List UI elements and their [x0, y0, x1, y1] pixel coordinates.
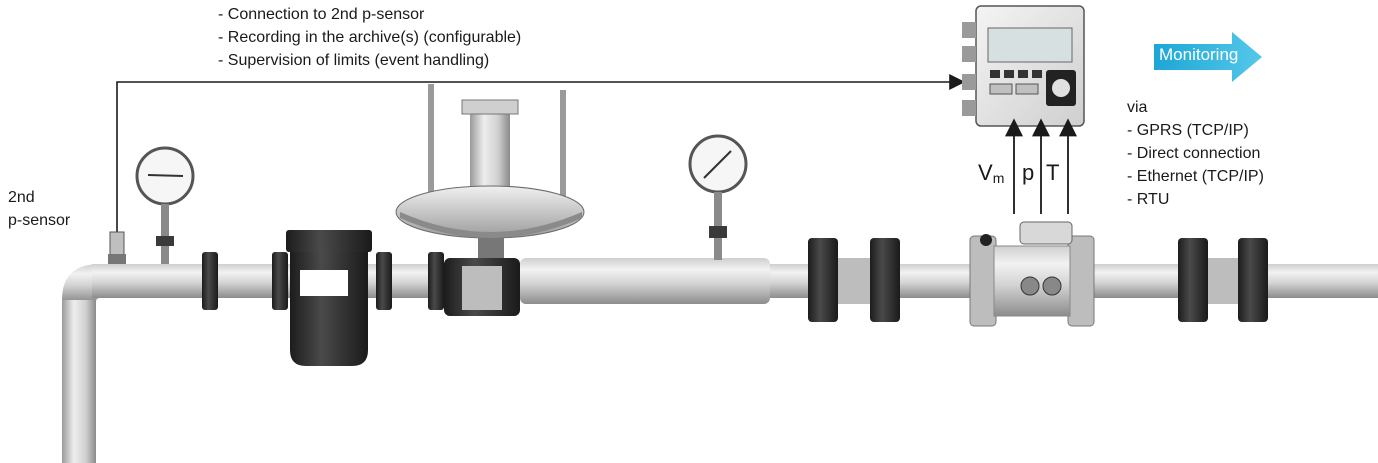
second-p-sensor [108, 231, 126, 264]
monitoring-label: Monitoring [1159, 45, 1239, 64]
signal-temperature: T [1046, 160, 1060, 185]
pressure-gauge-right [688, 134, 748, 260]
pressure-regulator [395, 84, 585, 316]
volume-corrector-device [962, 5, 1085, 127]
second-sensor-label: 2nd p-sensor [8, 186, 70, 232]
flange-group [202, 238, 1268, 322]
gas-meter [969, 221, 1095, 327]
feature-list: - Connection to 2nd p-sensor - Recording… [218, 4, 521, 73]
sensor-label-line: 2nd [8, 189, 35, 206]
signal-pressure: p [1022, 160, 1035, 185]
via-item: - RTU [1127, 191, 1170, 208]
feature-item: - Supervision of limits (event handling) [218, 52, 490, 69]
via-item: - Direct connection [1127, 145, 1261, 162]
signal-volume-base: V [978, 160, 993, 185]
feature-item: - Connection to 2nd p-sensor [218, 6, 425, 23]
signal-volume-sub: m [992, 170, 1005, 186]
via-title: via [1127, 99, 1148, 116]
vertical-pipe [62, 264, 100, 463]
sensor-connection-line [116, 74, 966, 232]
feature-item: - Recording in the archive(s) (configura… [218, 29, 522, 46]
sensor-label-line: p-sensor [8, 212, 71, 229]
via-item: - Ethernet (TCP/IP) [1127, 168, 1264, 185]
signal-arrows [1005, 118, 1077, 214]
monitoring-arrow [1154, 32, 1262, 82]
communication-options: via - GPRS (TCP/IP) - Direct connection … [1127, 97, 1264, 212]
pressure-gauge-left [135, 146, 195, 264]
via-item: - GPRS (TCP/IP) [1127, 122, 1249, 139]
signal-volume: Vm [978, 160, 1004, 186]
gas-filter [286, 230, 372, 366]
